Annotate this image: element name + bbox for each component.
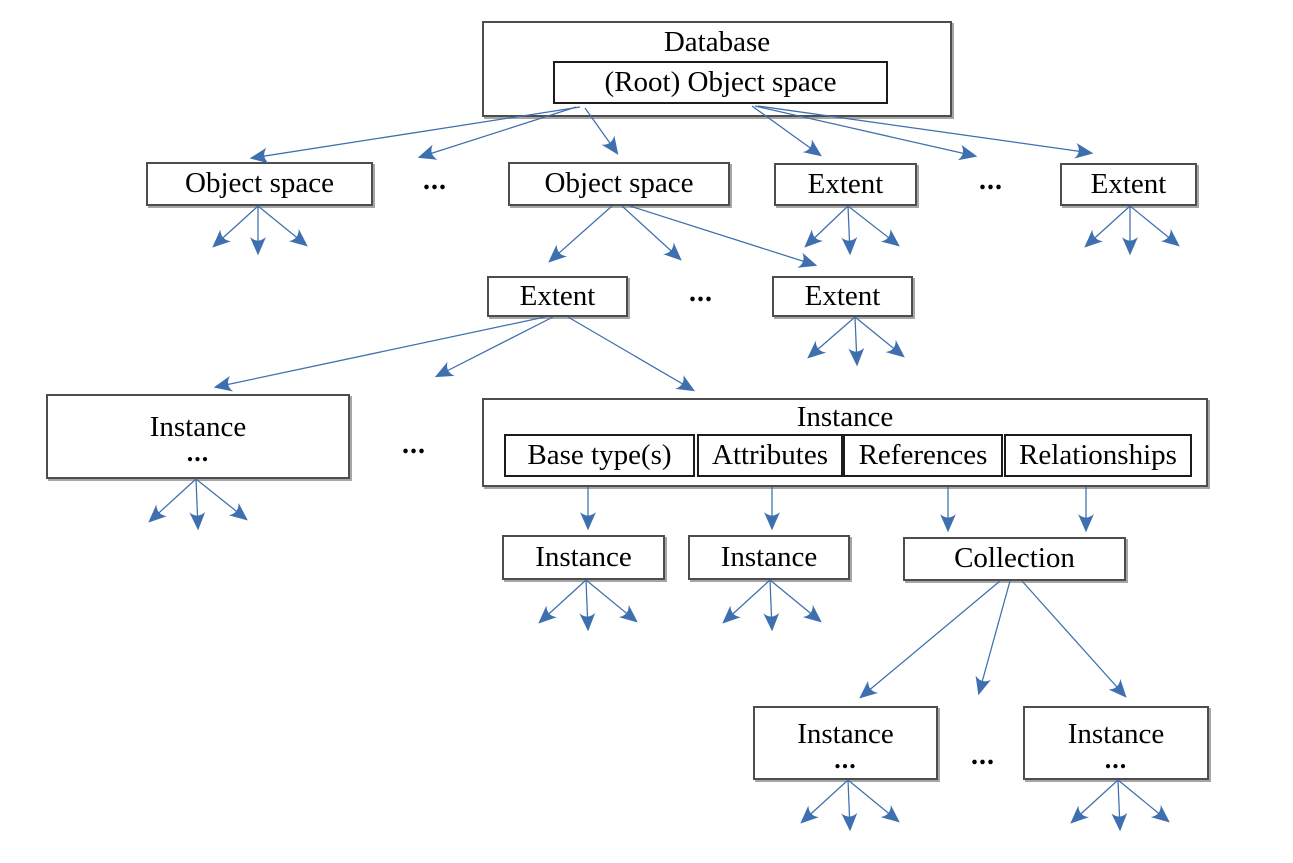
arrow-collection-to-instance-br bbox=[1021, 580, 1127, 698]
arrow-os-mid-to-ellipsis bbox=[621, 205, 682, 261]
instance-bottom-left-label: Instance bbox=[797, 717, 894, 750]
arrow-extent-to-instance-main bbox=[567, 316, 696, 392]
instance-left-ellipsis: ... bbox=[186, 438, 210, 468]
instance-bottom-left-box: Instance ... bbox=[753, 706, 938, 780]
fan-arrow bbox=[848, 316, 865, 367]
cell-base-types: Base type(s) bbox=[504, 434, 695, 477]
instance-left-box: Instance ... bbox=[46, 394, 350, 479]
ellipsis-level6: ... bbox=[971, 740, 995, 771]
ellipsis-level2-left: ... bbox=[423, 165, 447, 196]
extent-top-right-box: Extent bbox=[1060, 163, 1197, 206]
cell-references: References bbox=[843, 434, 1003, 477]
arrow-extent-to-ellipsis bbox=[434, 316, 554, 378]
root-object-space-box: (Root) Object space bbox=[553, 61, 888, 104]
cell-relationships: Relationships bbox=[1004, 434, 1192, 477]
fan-arrow bbox=[579, 579, 596, 632]
fan-arrow bbox=[841, 779, 858, 832]
arrow-collection-to-instance-bl bbox=[859, 580, 1001, 699]
fan-arrow bbox=[1117, 779, 1170, 823]
root-database-label: Database bbox=[663, 25, 771, 58]
instance-bottom-left-ellipsis: ... bbox=[834, 744, 857, 774]
ellipsis-level3: ... bbox=[689, 277, 713, 308]
fan-arrow bbox=[841, 205, 858, 256]
fan-arrow bbox=[1084, 205, 1131, 248]
instance-left-label: Instance bbox=[149, 411, 247, 444]
instance-child-a-box: Instance bbox=[502, 535, 665, 580]
fan-arrow bbox=[847, 205, 900, 247]
instance-main-title: Instance bbox=[796, 400, 894, 433]
fan-arrow bbox=[763, 579, 780, 632]
arrow-extent-to-instance-left bbox=[213, 316, 546, 392]
arrow-os-mid-to-extent-mid-right bbox=[629, 205, 818, 268]
collection-box: Collection bbox=[903, 537, 1126, 581]
arrow-os-mid-to-extent-mid-left bbox=[548, 205, 613, 263]
object-space-mid-box: Object space bbox=[508, 162, 730, 206]
instance-bottom-right-label: Instance bbox=[1067, 717, 1165, 750]
fan-arrow bbox=[538, 579, 587, 624]
fan-arrow bbox=[769, 579, 822, 623]
instance-bottom-right-ellipsis: ... bbox=[1104, 744, 1128, 774]
fan-arrow bbox=[148, 478, 197, 523]
fan-arrow bbox=[722, 579, 771, 624]
extent-mid-left-box: Extent bbox=[487, 276, 628, 317]
fan-arrow bbox=[257, 205, 308, 247]
fan-arrow bbox=[800, 779, 849, 824]
object-space-left-box: Object space bbox=[146, 162, 373, 206]
fan-arrow bbox=[1070, 779, 1119, 824]
instance-child-b-box: Instance bbox=[688, 535, 850, 580]
fan-arrow bbox=[807, 316, 856, 359]
instance-bottom-right-box: Instance ... bbox=[1023, 706, 1209, 780]
ellipsis-level4: ... bbox=[402, 429, 426, 460]
fan-arrow bbox=[854, 316, 905, 358]
extent-top-left-box: Extent bbox=[774, 163, 917, 206]
fan-arrow bbox=[1129, 205, 1180, 247]
fan-arrow bbox=[212, 205, 259, 248]
ellipsis-level2-right: ... bbox=[979, 165, 1003, 196]
fan-arrow bbox=[189, 478, 206, 531]
fan-arrow bbox=[804, 205, 849, 248]
fan-arrow bbox=[585, 579, 638, 623]
fan-arrow bbox=[195, 478, 248, 521]
cell-attributes: Attributes bbox=[697, 434, 843, 477]
arrow-collection-to-ellipsis bbox=[975, 580, 1011, 696]
fan-arrow bbox=[847, 779, 900, 823]
fan-arrow bbox=[1111, 779, 1128, 832]
extent-mid-right-box: Extent bbox=[772, 276, 913, 317]
